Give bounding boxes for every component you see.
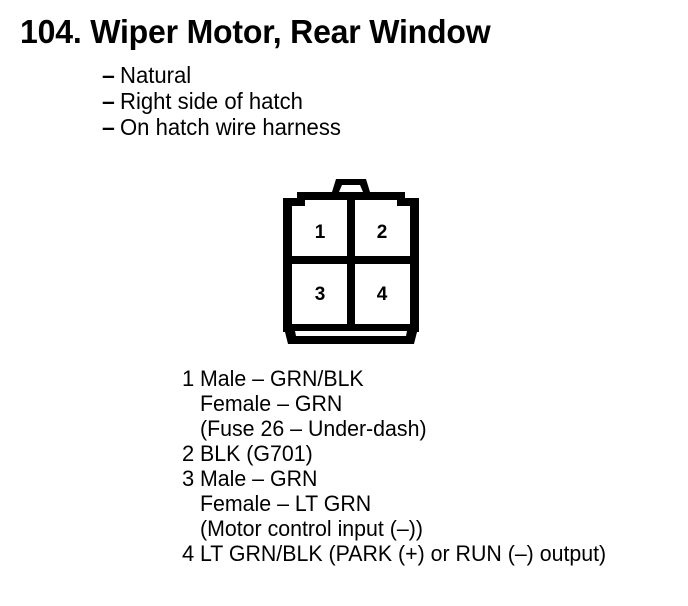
- connector-pin-label-1: 1: [315, 222, 326, 243]
- connector-illustration: 1 2 3 4: [283, 179, 419, 344]
- pin-entry-1-line-3: (Fuse 26 – Under-dash): [182, 416, 682, 441]
- connector-latch-tab-icon: [332, 179, 370, 192]
- connector-bottom-slit: [295, 331, 407, 336]
- pin-description: (Motor control input (–)): [200, 516, 423, 541]
- attribute-label: Right side of hatch: [120, 88, 303, 114]
- pin-description: (Fuse 26 – Under-dash): [200, 416, 427, 441]
- dash-bullet-icon: –: [102, 62, 115, 88]
- connector-divider-horizontal: [292, 256, 410, 264]
- connector-pin-label-3: 3: [315, 284, 326, 305]
- pin-description-list: 1 Male – GRN/BLK Female – GRN (Fuse 26 –…: [182, 366, 682, 566]
- pin-number: 1: [182, 366, 195, 391]
- pin-entry-3-line-3: (Motor control input (–)): [182, 516, 682, 541]
- pin-number: 4: [182, 541, 195, 566]
- pin-entry-1: 1 Male – GRN/BLK: [182, 366, 682, 391]
- pin-entry-3: 3 Male – GRN: [182, 466, 682, 491]
- pin-description: BLK (G701): [200, 441, 313, 466]
- list-item: – Right side of hatch: [102, 88, 522, 114]
- pin-entry-3-line-2: Female – LT GRN: [182, 491, 682, 516]
- connector-pin-label-4: 4: [377, 284, 388, 305]
- pin-description: LT GRN/BLK (PARK (+) or RUN (–) output): [200, 541, 607, 566]
- pin-entry-2: 2 BLK (G701): [182, 441, 682, 466]
- pin-description: Male – GRN/BLK: [200, 366, 364, 391]
- list-item: – Natural: [102, 62, 522, 88]
- pin-entry-4: 4 LT GRN/BLK (PARK (+) or RUN (–) output…: [182, 541, 682, 566]
- list-item: – On hatch wire harness: [102, 114, 522, 140]
- connector-attribute-list: – Natural – Right side of hatch – On hat…: [102, 62, 522, 140]
- attribute-label: Natural: [120, 62, 192, 88]
- dash-bullet-icon: –: [102, 114, 115, 140]
- pin-entry-1-line-2: Female – GRN: [182, 391, 682, 416]
- dash-bullet-icon: –: [102, 88, 115, 114]
- pin-number: 2: [182, 441, 195, 466]
- pin-description: Female – GRN: [200, 391, 343, 416]
- page-title: 104. Wiper Motor, Rear Window: [20, 13, 491, 50]
- pin-description: Female – LT GRN: [200, 491, 372, 516]
- connector-pin-label-2: 2: [377, 222, 388, 243]
- attribute-label: On hatch wire harness: [120, 114, 341, 140]
- pin-number: 3: [182, 466, 195, 491]
- connector-diagram: 1 2 3 4: [275, 172, 427, 350]
- pin-description: Male – GRN: [200, 466, 318, 491]
